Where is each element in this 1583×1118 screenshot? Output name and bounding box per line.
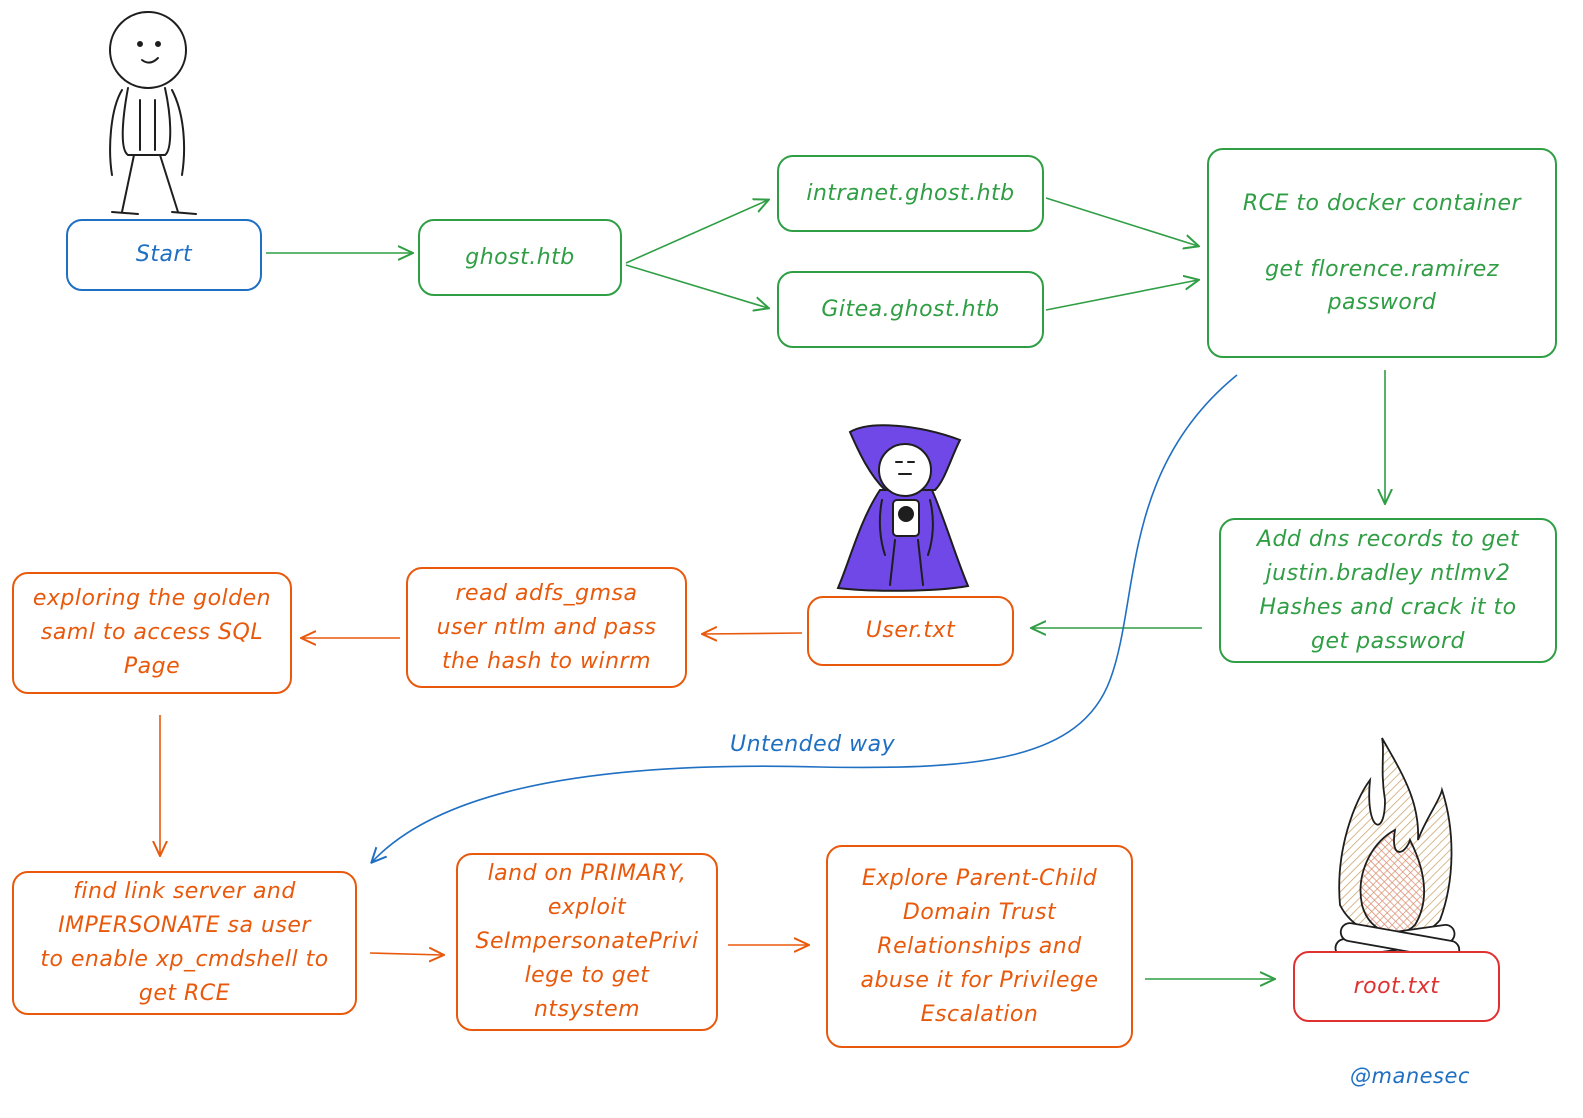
node-rce-docker: RCE to docker container get florence.ram…	[1207, 148, 1557, 358]
node-gitea: Gitea.ghost.htb	[777, 271, 1044, 348]
arrow-gitea-rce	[1045, 280, 1198, 311]
arrow-intranet-rce	[1045, 197, 1198, 246]
label-untended-way: Untended way	[730, 732, 896, 757]
vampire-icon	[836, 424, 970, 592]
arrow-ghost-intranet	[625, 200, 768, 264]
stick-figure-icon	[109, 11, 197, 215]
node-ghost-htb: ghost.htb	[418, 219, 622, 296]
node-dns-records: Add dns records to get justin.bradley nt…	[1219, 518, 1557, 663]
node-primary: land on PRIMARY, exploit SeImpersonatePr…	[456, 853, 718, 1031]
node-start: Start	[66, 219, 262, 291]
arrow-untended-way	[372, 374, 1238, 862]
arrow-linkserver-primary	[369, 953, 443, 955]
node-intranet: intranet.ghost.htb	[777, 155, 1044, 232]
author-credit: @manesec	[1350, 1064, 1470, 1088]
node-link-server: find link server and IMPERSONATE sa user…	[12, 871, 357, 1015]
node-domain-trust: Explore Parent-Child Domain Trust Relati…	[826, 845, 1133, 1048]
campfire-icon	[1334, 737, 1461, 960]
arrows	[160, 197, 1385, 979]
node-root-txt: root.txt	[1293, 951, 1500, 1022]
node-adfs-gmsa: read adfs_gmsa user ntlm and pass the ha…	[406, 567, 687, 688]
arrow-ghost-gitea	[625, 264, 768, 308]
arrow-user-adfs	[703, 633, 803, 634]
node-user-txt: User.txt	[807, 596, 1014, 666]
node-golden-saml: exploring the golden saml to access SQL …	[12, 572, 292, 694]
